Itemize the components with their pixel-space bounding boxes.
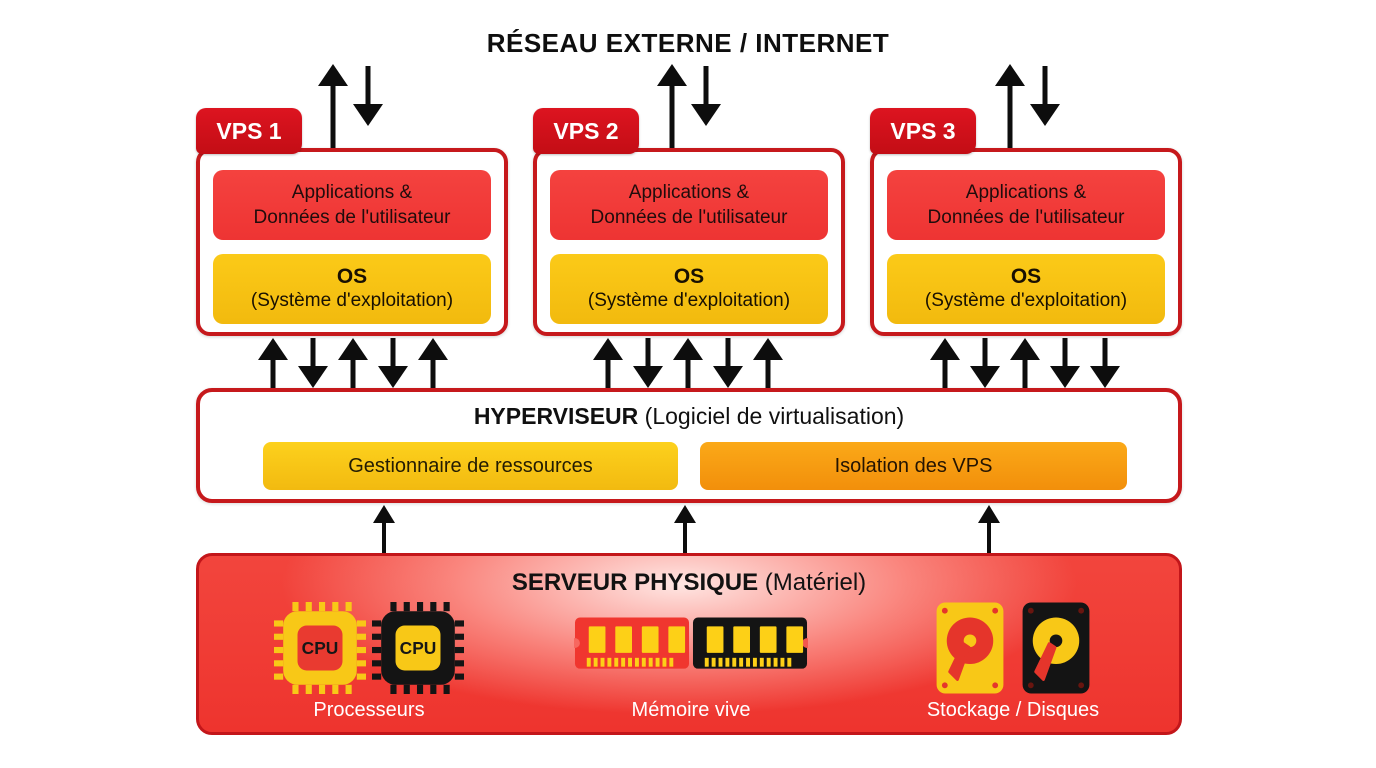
arrow-up bbox=[373, 505, 395, 553]
cpu-chip-label: CPU bbox=[302, 638, 339, 658]
hypervisor-title: HYPERVISEUR (Logiciel de virtualisation) bbox=[200, 403, 1178, 430]
processors-group: CPU CPU Processeurs bbox=[257, 596, 481, 724]
vps-2-group: Applications & Données de l'utilisateur … bbox=[533, 108, 845, 336]
os-label-line2: (Système d'exploitation) bbox=[587, 290, 791, 311]
arrow-down bbox=[1050, 338, 1080, 388]
vps-2-os-box: OS (Système d'exploitation) bbox=[550, 254, 828, 324]
storage-group: Stockage / Disques bbox=[905, 596, 1121, 724]
vps-isolation-box: Isolation des VPS bbox=[700, 442, 1127, 490]
os-label-line2: (Système d'exploitation) bbox=[924, 290, 1128, 311]
arrow-down bbox=[713, 338, 743, 388]
cpu-chip-yellow-icon: CPU bbox=[274, 601, 366, 694]
memory-label: Mémoire vive bbox=[631, 699, 751, 721]
resource-manager-box: Gestionnaire de ressources bbox=[263, 442, 678, 490]
arrow-down bbox=[970, 338, 1000, 388]
arrow-up bbox=[978, 505, 1000, 553]
ram-stick-black-icon bbox=[692, 617, 808, 669]
arrow-down bbox=[378, 338, 408, 388]
hypervisor-box: HYPERVISEUR (Logiciel de virtualisation)… bbox=[196, 388, 1182, 503]
physical-server-box: SERVEUR PHYSIQUE (Matériel) CPU bbox=[196, 553, 1182, 735]
physical-server-title-bold: SERVEUR PHYSIQUE bbox=[511, 569, 759, 596]
ram-icons-row bbox=[574, 596, 808, 699]
cpu-chip-black-icon: CPU bbox=[372, 601, 464, 694]
arrow-up bbox=[673, 338, 703, 388]
vps-2-tab: VPS 2 bbox=[533, 108, 639, 154]
vps-2-box: Applications & Données de l'utilisateur … bbox=[533, 148, 845, 336]
vps-3-box: Applications & Données de l'utilisateur … bbox=[870, 148, 1182, 336]
vps-3-group: Applications & Données de l'utilisateur … bbox=[870, 108, 1182, 336]
storage-label: Stockage / Disques bbox=[926, 699, 1100, 721]
apps-label-line1: Applications & bbox=[291, 182, 413, 203]
vps-tab-label: VPS 2 bbox=[553, 117, 619, 144]
os-label-line1: OS bbox=[673, 265, 705, 288]
hdd-black-icon bbox=[1022, 601, 1090, 694]
vps-1-box: Applications & Données de l'utilisateur … bbox=[196, 148, 508, 336]
arrow-down bbox=[633, 338, 663, 388]
vps-tab-label: VPS 1 bbox=[216, 117, 282, 144]
arrow-down bbox=[1090, 338, 1120, 388]
arrow-up bbox=[674, 505, 696, 553]
ram-stick-red-icon bbox=[574, 617, 690, 669]
arrow-up bbox=[418, 338, 448, 388]
apps-label-line1: Applications & bbox=[628, 182, 750, 203]
hdd-yellow-icon bbox=[936, 601, 1004, 694]
arrow-up bbox=[1010, 338, 1040, 388]
processors-label: Processeurs bbox=[313, 699, 425, 721]
network-title: RÉSEAU EXTERNE / INTERNET bbox=[486, 28, 890, 58]
hypervisor-title-bold: HYPERVISEUR bbox=[473, 403, 639, 429]
arrow-up bbox=[258, 338, 288, 388]
arrow-up bbox=[593, 338, 623, 388]
vps-1-apps-box: Applications & Données de l'utilisateur bbox=[213, 170, 491, 240]
os-label-line1: OS bbox=[336, 265, 368, 288]
vps-tab-label: VPS 3 bbox=[890, 117, 956, 144]
physical-server-title-rest: (Matériel) bbox=[758, 569, 867, 596]
physical-server-title: SERVEUR PHYSIQUE (Matériel) bbox=[199, 569, 1179, 597]
arrow-up bbox=[930, 338, 960, 388]
apps-label-line2: Données de l'utilisateur bbox=[590, 207, 788, 228]
memory-group: Mémoire vive bbox=[571, 596, 811, 724]
apps-label-line2: Données de l'utilisateur bbox=[253, 207, 451, 228]
vps-1-group: Applications & Données de l'utilisateur … bbox=[196, 108, 508, 336]
os-label-line1: OS bbox=[1010, 265, 1042, 288]
hypervisor-title-rest: (Logiciel de virtualisation) bbox=[638, 403, 905, 429]
vps-1-tab: VPS 1 bbox=[196, 108, 302, 154]
vps-1-os-box: OS (Système d'exploitation) bbox=[213, 254, 491, 324]
hdd-icons-row bbox=[936, 596, 1090, 699]
vps-3-apps-box: Applications & Données de l'utilisateur bbox=[887, 170, 1165, 240]
cpu-chip-label: CPU bbox=[400, 638, 437, 658]
vps-3-os-box: OS (Système d'exploitation) bbox=[887, 254, 1165, 324]
vps-3-tab: VPS 3 bbox=[870, 108, 976, 154]
arrow-up bbox=[753, 338, 783, 388]
apps-label-line1: Applications & bbox=[965, 182, 1087, 203]
arrow-down bbox=[298, 338, 328, 388]
cpu-icons-row: CPU CPU bbox=[274, 596, 464, 699]
vps-2-apps-box: Applications & Données de l'utilisateur bbox=[550, 170, 828, 240]
os-label-line2: (Système d'exploitation) bbox=[250, 290, 454, 311]
arrow-up bbox=[338, 338, 368, 388]
apps-label-line2: Données de l'utilisateur bbox=[927, 207, 1125, 228]
